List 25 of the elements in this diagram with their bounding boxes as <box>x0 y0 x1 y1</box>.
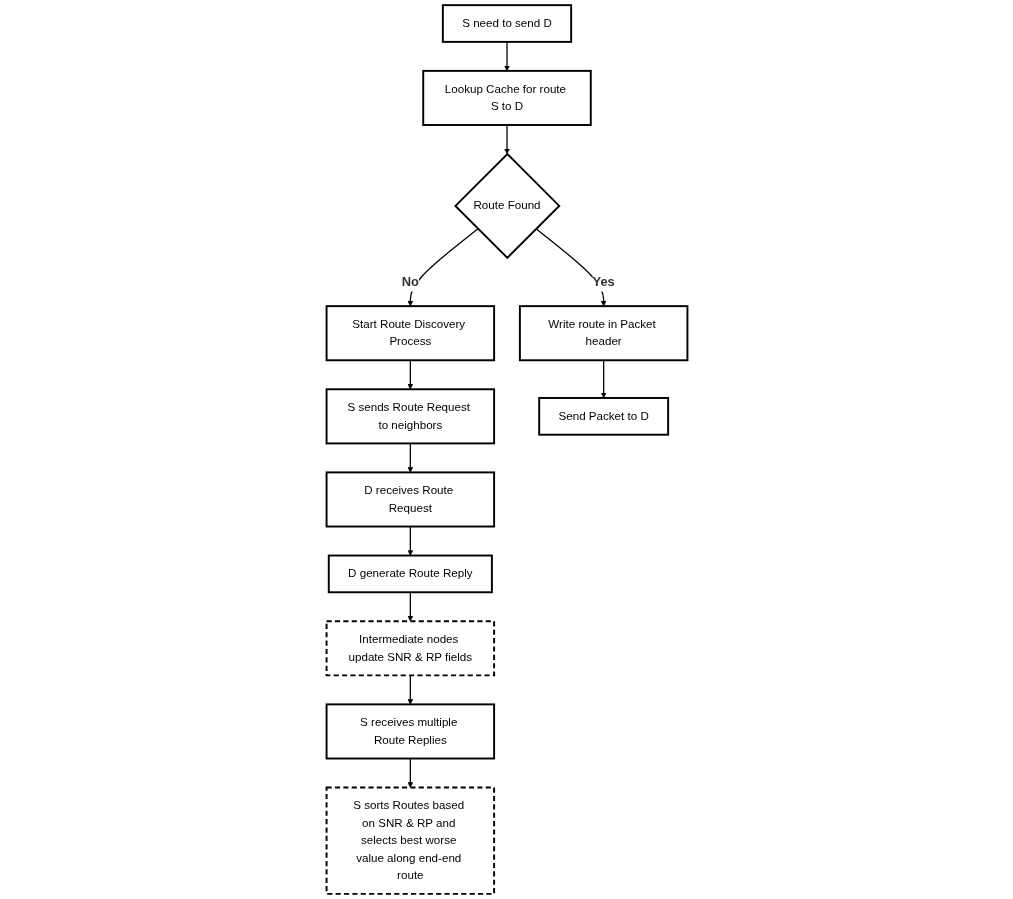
node-diamond: Route Found <box>453 152 561 260</box>
arrow <box>407 525 413 556</box>
node-box: D generate Route Reply <box>327 554 493 594</box>
node-box: D receives Route Request <box>325 471 495 528</box>
edge-label: Yes <box>592 274 615 290</box>
edge-label: No <box>401 274 419 290</box>
arrow <box>407 674 413 705</box>
arrow <box>407 442 413 473</box>
arrow <box>407 228 479 307</box>
node-box: Lookup Cache for route S to D <box>421 69 592 126</box>
arrow <box>600 359 606 399</box>
node-box: S need to send D <box>441 4 572 43</box>
arrow <box>407 359 413 390</box>
node-box: Intermediate nodes update SNR & RP fields <box>325 620 495 677</box>
arrow <box>503 41 510 72</box>
node-box: Start Route Discovery Process <box>325 305 495 362</box>
node-box: Send Packet to D <box>537 397 669 436</box>
arrow <box>407 757 413 788</box>
arrow <box>407 591 413 622</box>
node-box: S receives multiple Route Replies <box>325 703 495 760</box>
node-box: Write route in Packet header <box>518 305 688 362</box>
arrow <box>503 124 510 155</box>
arrow <box>534 228 606 307</box>
node-box: S sends Route Request to neighbors <box>325 388 495 445</box>
node-box: S sorts Routes based on SNR & RP and selects best worse value along end-end route <box>325 786 495 895</box>
